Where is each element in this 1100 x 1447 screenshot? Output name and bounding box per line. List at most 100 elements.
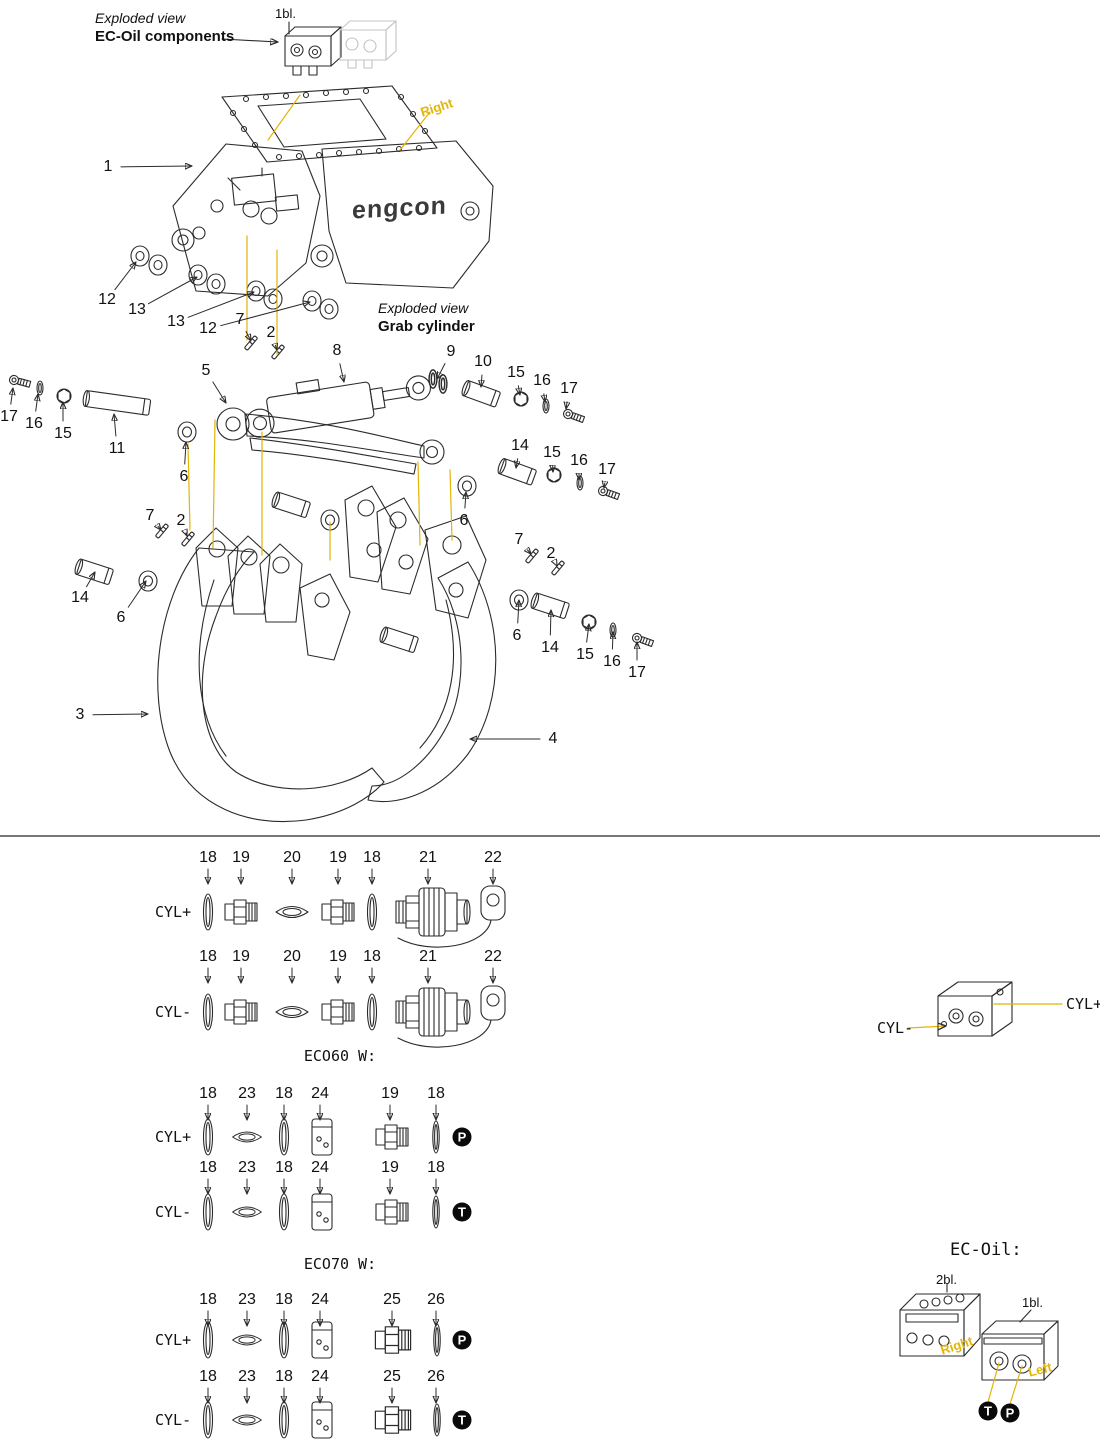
part-callout-20: 20 [283, 948, 301, 965]
part-callout-19: 19 [232, 948, 250, 965]
part-callout-13: 13 [128, 301, 146, 318]
part-callout-26: 26 [427, 1291, 445, 1308]
part-callout-19: 19 [232, 849, 250, 866]
part-callout-19: 19 [329, 849, 347, 866]
part-callout-7: 7 [145, 507, 155, 524]
part-callout-18: 18 [275, 1159, 293, 1176]
frame-art [171, 140, 494, 297]
part-callout-20: 20 [283, 849, 301, 866]
ec-oil-block-ghost-art [339, 20, 397, 69]
part-callout-10: 10 [474, 353, 492, 370]
part-callout-18: 18 [275, 1368, 293, 1385]
part-callout-17: 17 [598, 461, 616, 478]
part-callout-15: 15 [543, 444, 561, 461]
part-callout-18: 18 [275, 1291, 293, 1308]
tag-2bl: 2bl. [936, 1272, 957, 1287]
port-label-plus: CYL+ [155, 1331, 192, 1349]
part-callout-6: 6 [512, 627, 522, 644]
tag-1bl: 1bl. [1022, 1295, 1043, 1310]
port-label-plus: CYL+ [155, 903, 192, 921]
part-callout-16: 16 [603, 653, 621, 670]
ec-oil-detail-leaders [946, 1283, 1032, 1323]
valve-block-art [937, 981, 1013, 1037]
part-callout-16: 16 [533, 372, 551, 389]
part-callout-18: 18 [199, 849, 217, 866]
valve-detail-cyl-plus-label: CYL+ [1066, 995, 1100, 1013]
part-callout-11: 11 [108, 440, 126, 457]
part-callout-8: 8 [332, 342, 342, 359]
section-header: ECO70 W: [303, 1255, 377, 1273]
part-callout-22: 22 [484, 948, 502, 965]
part-callout-7: 7 [514, 531, 524, 548]
grab-caption-title: Grab cylinder [378, 318, 475, 335]
port-badge-T: T [452, 1202, 472, 1222]
part-callout-14: 14 [541, 639, 559, 656]
port-label-minus: CYL- [155, 1203, 192, 1221]
part-callout-21: 21 [419, 948, 437, 965]
part-callout-24: 24 [311, 1291, 329, 1308]
part-callout-17: 17 [0, 408, 18, 425]
part-callout-18: 18 [199, 1368, 217, 1385]
part-callout-24: 24 [311, 1159, 329, 1176]
part-callout-17: 17 [560, 380, 578, 397]
top-plate-art [221, 85, 438, 163]
grab-cylinder-art [245, 375, 431, 438]
part-callout-19: 19 [381, 1085, 399, 1102]
part-callout-17: 17 [628, 664, 646, 681]
part-callout-18: 18 [199, 1085, 217, 1102]
ec-oil-badge-T: T [978, 1401, 998, 1421]
part-callout-18: 18 [199, 1159, 217, 1176]
part-callout-18: 18 [427, 1159, 445, 1176]
part-callout-6: 6 [179, 468, 189, 485]
part-callout-16: 16 [570, 452, 588, 469]
ec-oil-badge-leaders [987, 1362, 1023, 1405]
ec-oil-caption-title: EC-Oil components [95, 28, 235, 45]
ec-oil-1bl-art [981, 1320, 1059, 1381]
part-callout-18: 18 [199, 1291, 217, 1308]
port-badge-P: P [452, 1330, 472, 1350]
part-callout-1: 1 [103, 158, 113, 175]
ec-oil-caption-italic: Exploded view [95, 10, 186, 26]
engcon-logo: engcon [351, 191, 448, 225]
port-badge-P: P [452, 1127, 472, 1147]
part-callout-23: 23 [238, 1085, 256, 1102]
part-callout-23: 23 [238, 1368, 256, 1385]
part-callout-6: 6 [459, 512, 469, 529]
part-callout-12: 12 [98, 291, 116, 308]
part-callout-25: 25 [383, 1291, 401, 1308]
part-callout-24: 24 [311, 1368, 329, 1385]
part-callout-18: 18 [363, 948, 381, 965]
part-callout-18: 18 [363, 849, 381, 866]
part-callout-13: 13 [167, 313, 185, 330]
grapple-arms-art [157, 547, 497, 823]
part-callout-12: 12 [199, 320, 217, 337]
part-callout-2: 2 [266, 324, 276, 341]
part-callout-18: 18 [199, 948, 217, 965]
part-callout-14: 14 [71, 589, 89, 606]
guide-lines-art [187, 94, 453, 561]
rocker-plates-art [195, 485, 487, 661]
port-label-minus: CYL- [155, 1411, 192, 1429]
part-callout-18: 18 [427, 1085, 445, 1102]
part-callout-25: 25 [383, 1368, 401, 1385]
part-callout-23: 23 [238, 1159, 256, 1176]
part-callout-19: 19 [329, 948, 347, 965]
part-callout-3: 3 [75, 706, 85, 723]
part-callout-21: 21 [419, 849, 437, 866]
port-badge-T: T [452, 1410, 472, 1430]
grab-caption-italic: Exploded view [378, 300, 469, 316]
port-label-minus: CYL- [155, 1003, 192, 1021]
ec-oil-detail-title: EC-Oil: [950, 1240, 1022, 1260]
part-callout-6: 6 [116, 609, 126, 626]
part-callout-18: 18 [275, 1085, 293, 1102]
part-callout-2: 2 [176, 512, 186, 529]
part-callout-15: 15 [507, 364, 525, 381]
ec-oil-block-tag: 1bl. [275, 6, 296, 21]
part-callout-19: 19 [381, 1159, 399, 1176]
part-callout-15: 15 [54, 425, 72, 442]
port-label-plus: CYL+ [155, 1128, 192, 1146]
part-callout-5: 5 [201, 362, 211, 379]
part-callout-2: 2 [546, 545, 556, 562]
